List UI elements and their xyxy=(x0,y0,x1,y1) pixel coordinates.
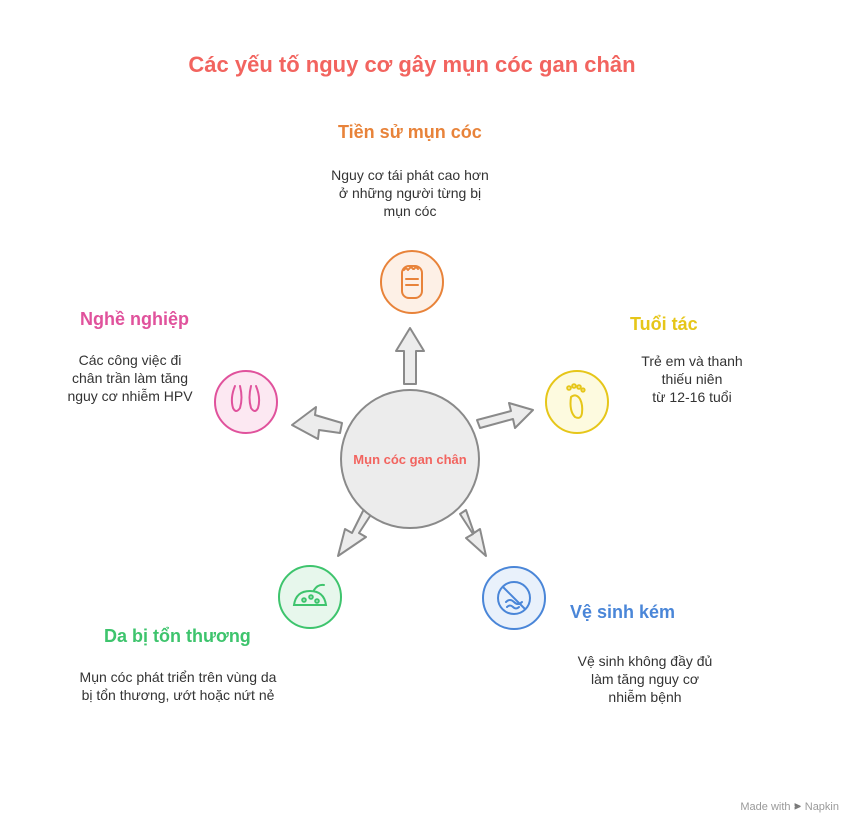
factor-circle-age xyxy=(545,370,609,434)
no-wash-icon xyxy=(497,581,531,615)
arrow-left xyxy=(291,406,343,440)
arrow-right xyxy=(476,402,534,429)
factor-title-hygiene: Vệ sinh kém xyxy=(570,602,676,622)
factor-circle-hygiene xyxy=(482,566,546,630)
footprint-icon xyxy=(566,383,586,419)
watermark-prefix: Made with xyxy=(740,800,791,813)
arrow-up xyxy=(395,327,425,385)
bare-feet-icon xyxy=(230,385,261,412)
factor-title-history: Tiền sử mụn cóc xyxy=(338,122,482,142)
factor-title-job: Nghề nghiệp xyxy=(80,309,189,329)
factor-title-skin: Da bị tổn thương xyxy=(104,626,251,646)
watermark-brand: Napkin xyxy=(804,800,839,813)
factor-circle-job xyxy=(214,370,278,434)
center-label: Mụn cóc gan chân xyxy=(353,452,466,467)
napkin-watermark: Made with ⫸ Napkin xyxy=(740,800,839,813)
factor-circle-skin xyxy=(278,565,342,629)
arrow-down-left xyxy=(337,508,373,557)
page-title: Các yếu tố nguy cơ gây mụn cóc gan chân xyxy=(188,52,636,77)
foot-sole-icon xyxy=(401,265,423,299)
napkin-logo-icon: ⫸ xyxy=(794,800,801,812)
center-circle xyxy=(340,389,480,529)
damaged-skin-icon xyxy=(292,583,328,606)
factor-title-age: Tuổi tác xyxy=(630,314,698,334)
arrow-down-right xyxy=(459,509,487,557)
factor-circle-history xyxy=(380,250,444,314)
